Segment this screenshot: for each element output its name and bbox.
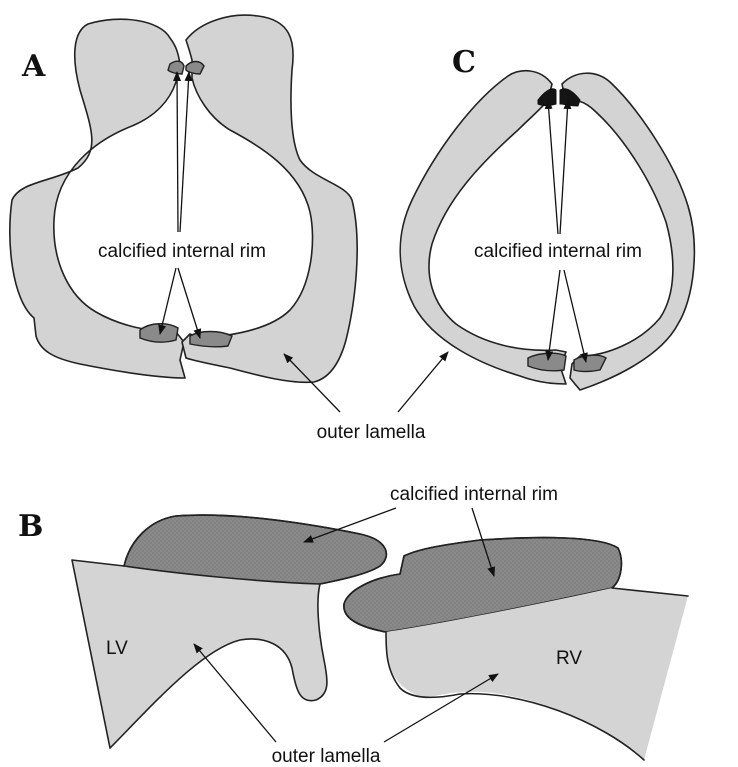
panel-c-rim-bottom-left	[528, 353, 566, 371]
panel-c-arrow-top-left	[548, 100, 558, 234]
panel-b-outer-label: outer lamella	[272, 746, 381, 767]
panel-c: C calcified internal rim calcified inter…	[400, 45, 694, 390]
panel-a-rim-top-left	[168, 61, 184, 74]
panel-b-lv-label: LV	[106, 638, 128, 659]
panel-b-letter: B	[18, 509, 43, 544]
shared-outer-lamella-label: outer lamella	[317, 422, 426, 443]
panel-a-rim-bottom-right	[190, 332, 232, 347]
panel-a-arrow-bottom-right	[178, 268, 200, 338]
panel-b-outer-arrow-left	[194, 644, 276, 742]
panel-b-rv-label: RV	[556, 648, 582, 669]
panel-c-arrow-top-right	[560, 100, 568, 234]
outer-lamella-arrow-to-c	[398, 352, 448, 412]
panel-b-rim-label: calcified internal rim	[390, 484, 558, 505]
panel-c-rim-label: calcified internal rim	[474, 241, 642, 262]
panel-c-arrow-bottom-left	[548, 270, 560, 360]
panel-a-arrow-top-left	[177, 72, 178, 232]
panel-c-letter: C	[452, 45, 476, 80]
panel-a-arrow-top-right	[180, 72, 189, 232]
panel-a-rim-bottom-left	[140, 324, 178, 342]
panel-b: B LV RV calcified internal rim outer lam…	[18, 484, 688, 767]
panel-a-rim-label: calcified internal rim	[98, 241, 266, 262]
panel-a-right-valve	[182, 15, 357, 382]
panel-c-left-valve	[400, 71, 566, 384]
panel-c-arrow-bottom-right	[564, 270, 586, 362]
panel-a: A calcified internal rim calcified inter…	[10, 15, 357, 382]
panel-a-letter: A	[21, 49, 46, 84]
panel-c-rim-bottom-right	[574, 355, 606, 371]
